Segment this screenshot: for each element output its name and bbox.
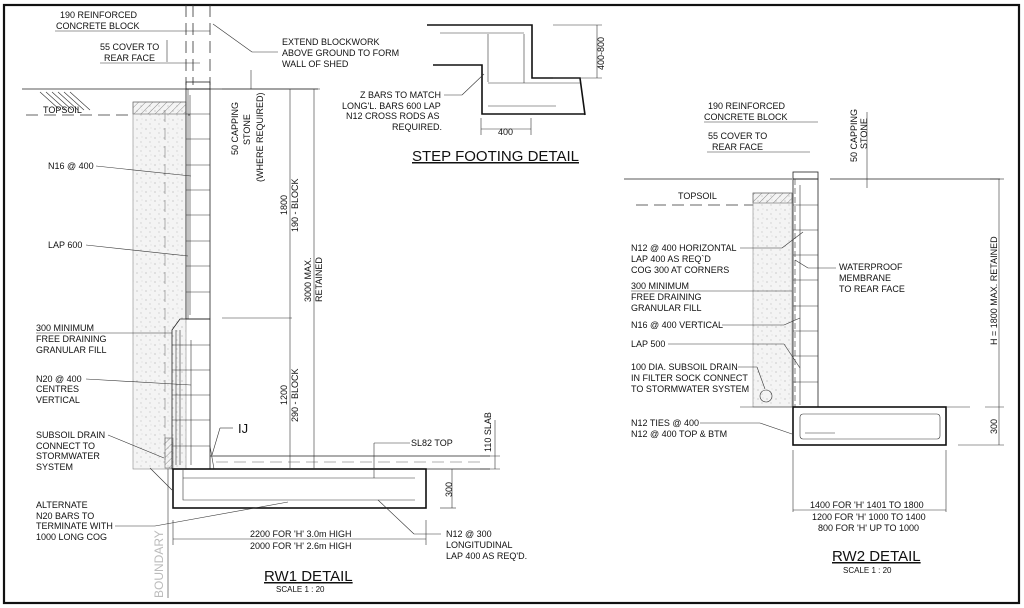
z-bars-label-2: LONG'L. BARS 600 LAP — [342, 101, 441, 111]
rw2-fill-label-2: FREE DRAINING — [631, 292, 702, 302]
rw2-capping-label-2: STONE — [859, 118, 869, 149]
rw2-block-label-2: CONCRETE BLOCK — [704, 112, 788, 122]
rw1-topsoil-label: TOPSOIL — [43, 105, 82, 115]
rw2-title: RW2 DETAIL — [832, 548, 921, 565]
rw1-n20-label-2: CENTRES — [36, 384, 79, 394]
rw1-n20-label-3: VERTICAL — [36, 395, 80, 405]
rw2-n12-horizontal-label-3: COG 300 AT CORNERS — [631, 265, 729, 275]
rw1-block-label-2: CONCRETE BLOCK — [56, 21, 140, 31]
rw1-fill-label-3: GRANULAR FILL — [36, 345, 107, 355]
rw1-n12-label-2: LONGITUDINAL — [446, 540, 513, 550]
rw1-block-label: 190 REINFORCED — [60, 10, 138, 20]
rw1-n16-label: N16 @ 400 — [48, 161, 94, 171]
rw2-block-label: 190 REINFORCED — [708, 101, 786, 111]
dim-190-block: 190 - BLOCK — [290, 178, 300, 232]
rw2-n12-horizontal-label: N12 @ 400 HORIZONTAL — [631, 243, 737, 253]
rw1-cover-label-2: REAR FACE — [104, 53, 155, 63]
rw1-cover-label: 55 COVER TO — [100, 42, 159, 52]
boundary-label: BOUNDARY — [152, 530, 166, 598]
rw1-fill-label: 300 MINIMUM — [36, 323, 94, 333]
sl82-label: SL82 TOP — [411, 438, 453, 448]
rw1-fill-label-2: FREE DRAINING — [36, 334, 107, 344]
rw1-drain-label-2: CONNECT TO — [36, 441, 95, 451]
rw1-base-width-1: 2200 FOR 'H' 3.0m HIGH — [250, 529, 351, 539]
rw1-alternate-label-3: TERMINATE WITH — [36, 521, 113, 531]
rw1-n12-label: N12 @ 300 — [446, 529, 492, 539]
rw2-n12-horizontal-label-2: LAP 400 AS REQ`D — [631, 254, 711, 264]
rw1-scale: SCALE 1 : 20 — [276, 585, 325, 594]
dim-3000-max: 3000 MAX. — [303, 257, 313, 302]
rw1-capping-label-2: STONE — [242, 114, 252, 145]
rw2-base-width-2: 1200 FOR 'H' 1000 TO 1400 — [812, 512, 926, 522]
rw2-dim-300: 300 — [989, 419, 999, 434]
extend-blockwork-label: EXTEND BLOCKWORK — [282, 37, 380, 47]
dim-290-block: 290 - BLOCK — [290, 368, 300, 422]
waterproof-membrane-label: WATERPROOF — [839, 262, 903, 272]
z-bars-label: Z BARS TO MATCH — [360, 90, 441, 100]
rw1-drain-label-4: SYSTEM — [36, 462, 73, 472]
rw2-topsoil-label: TOPSOIL — [678, 191, 717, 201]
dim-h-1800-max: H = 1800 MAX. RETAINED — [989, 236, 999, 345]
rw1-n12-label-3: LAP 400 AS REQ'D. — [446, 551, 527, 561]
step-footing-title: STEP FOOTING DETAIL — [412, 148, 579, 165]
rw2-ties-label-2: N12 @ 400 TOP & BTM — [631, 429, 727, 439]
rw2-scale: SCALE 1 : 20 — [843, 566, 892, 575]
sheet-border — [2, 3, 1021, 605]
extend-blockwork-label-2: ABOVE GROUND TO FORM — [282, 48, 399, 58]
rw1-capping-label: 50 CAPPING — [230, 102, 240, 155]
extend-blockwork-label-3: WALL OF SHED — [282, 59, 349, 69]
dim-retained: RETAINED — [314, 257, 324, 302]
rw2-base-width-1: 1400 FOR 'H' 1401 TO 1800 — [810, 500, 924, 510]
dim-400-800: 400-800 — [596, 37, 606, 70]
waterproof-membrane-label-2: MEMBRANE — [839, 273, 891, 283]
rw1-alternate-label-4: 1000 LONG COG — [36, 532, 107, 542]
rw2-drain-label-2: IN FILTER SOCK CONNECT — [631, 373, 748, 383]
rw2-cover-label: 55 COVER TO — [708, 131, 767, 141]
rw1-base-width-2: 2000 FOR 'H' 2.6m HIGH — [250, 541, 351, 551]
rw2-capping-label: 50 CAPPING — [849, 109, 859, 162]
z-bars-label-3: N12 CROSS RODS AS — [346, 111, 440, 121]
dim-1200: 1200 — [279, 385, 289, 405]
rw2-cover-label-2: REAR FACE — [712, 142, 763, 152]
rw2-ties-label: N12 TIES @ 400 — [631, 418, 699, 428]
rw1-drain-label-3: STORMWATER — [36, 451, 100, 461]
rw2-drain-label-3: TO STORMWATER SYSTEM — [631, 384, 749, 394]
rw2-fill-label-3: GRANULAR FILL — [631, 303, 702, 313]
dim-110-slab: 110 SLAB — [483, 412, 493, 452]
dim-400: 400 — [498, 127, 513, 137]
rw1-capping-label-3: (WHERE REQUIRED) — [255, 92, 265, 182]
waterproof-membrane-label-3: TO REAR FACE — [839, 284, 905, 294]
rw2-fill-label: 300 MINIMUM — [631, 281, 689, 291]
rw2-detail: 190 REINFORCED CONCRETE BLOCK 55 COVER T… — [624, 101, 1004, 575]
rw1-drain-label: SUBSOIL DRAIN — [36, 430, 105, 440]
rw1-n20-label: N20 @ 400 — [36, 374, 82, 384]
rw2-drain-label: 100 DIA. SUBSOIL DRAIN — [631, 362, 738, 372]
rw1-title: RW1 DETAIL — [264, 568, 353, 585]
ij-label: IJ — [238, 421, 248, 436]
rw2-base-width-3: 800 FOR 'H' UP TO 1000 — [818, 523, 919, 533]
z-bars-label-4: REQUIRED. — [392, 122, 442, 132]
rw1-detail: BOUNDARY 190 REINFORCED CONCRETE BLOCK 5… — [22, 5, 527, 598]
rw2-n16-vertical-label: N16 @ 400 VERTICAL — [631, 320, 723, 330]
rw1-alternate-label-2: N20 BARS TO — [36, 511, 94, 521]
step-footing-detail: 400-800 400 Z BARS TO MATCH LONG'L. BARS… — [342, 24, 606, 165]
rw2-lap500-label: LAP 500 — [631, 339, 665, 349]
rw1-alternate-label: ALTERNATE — [36, 500, 88, 510]
rw1-lap600-label: LAP 600 — [48, 240, 82, 250]
rw1-dim-300: 300 — [444, 482, 454, 497]
dim-1800: 1800 — [279, 195, 289, 215]
